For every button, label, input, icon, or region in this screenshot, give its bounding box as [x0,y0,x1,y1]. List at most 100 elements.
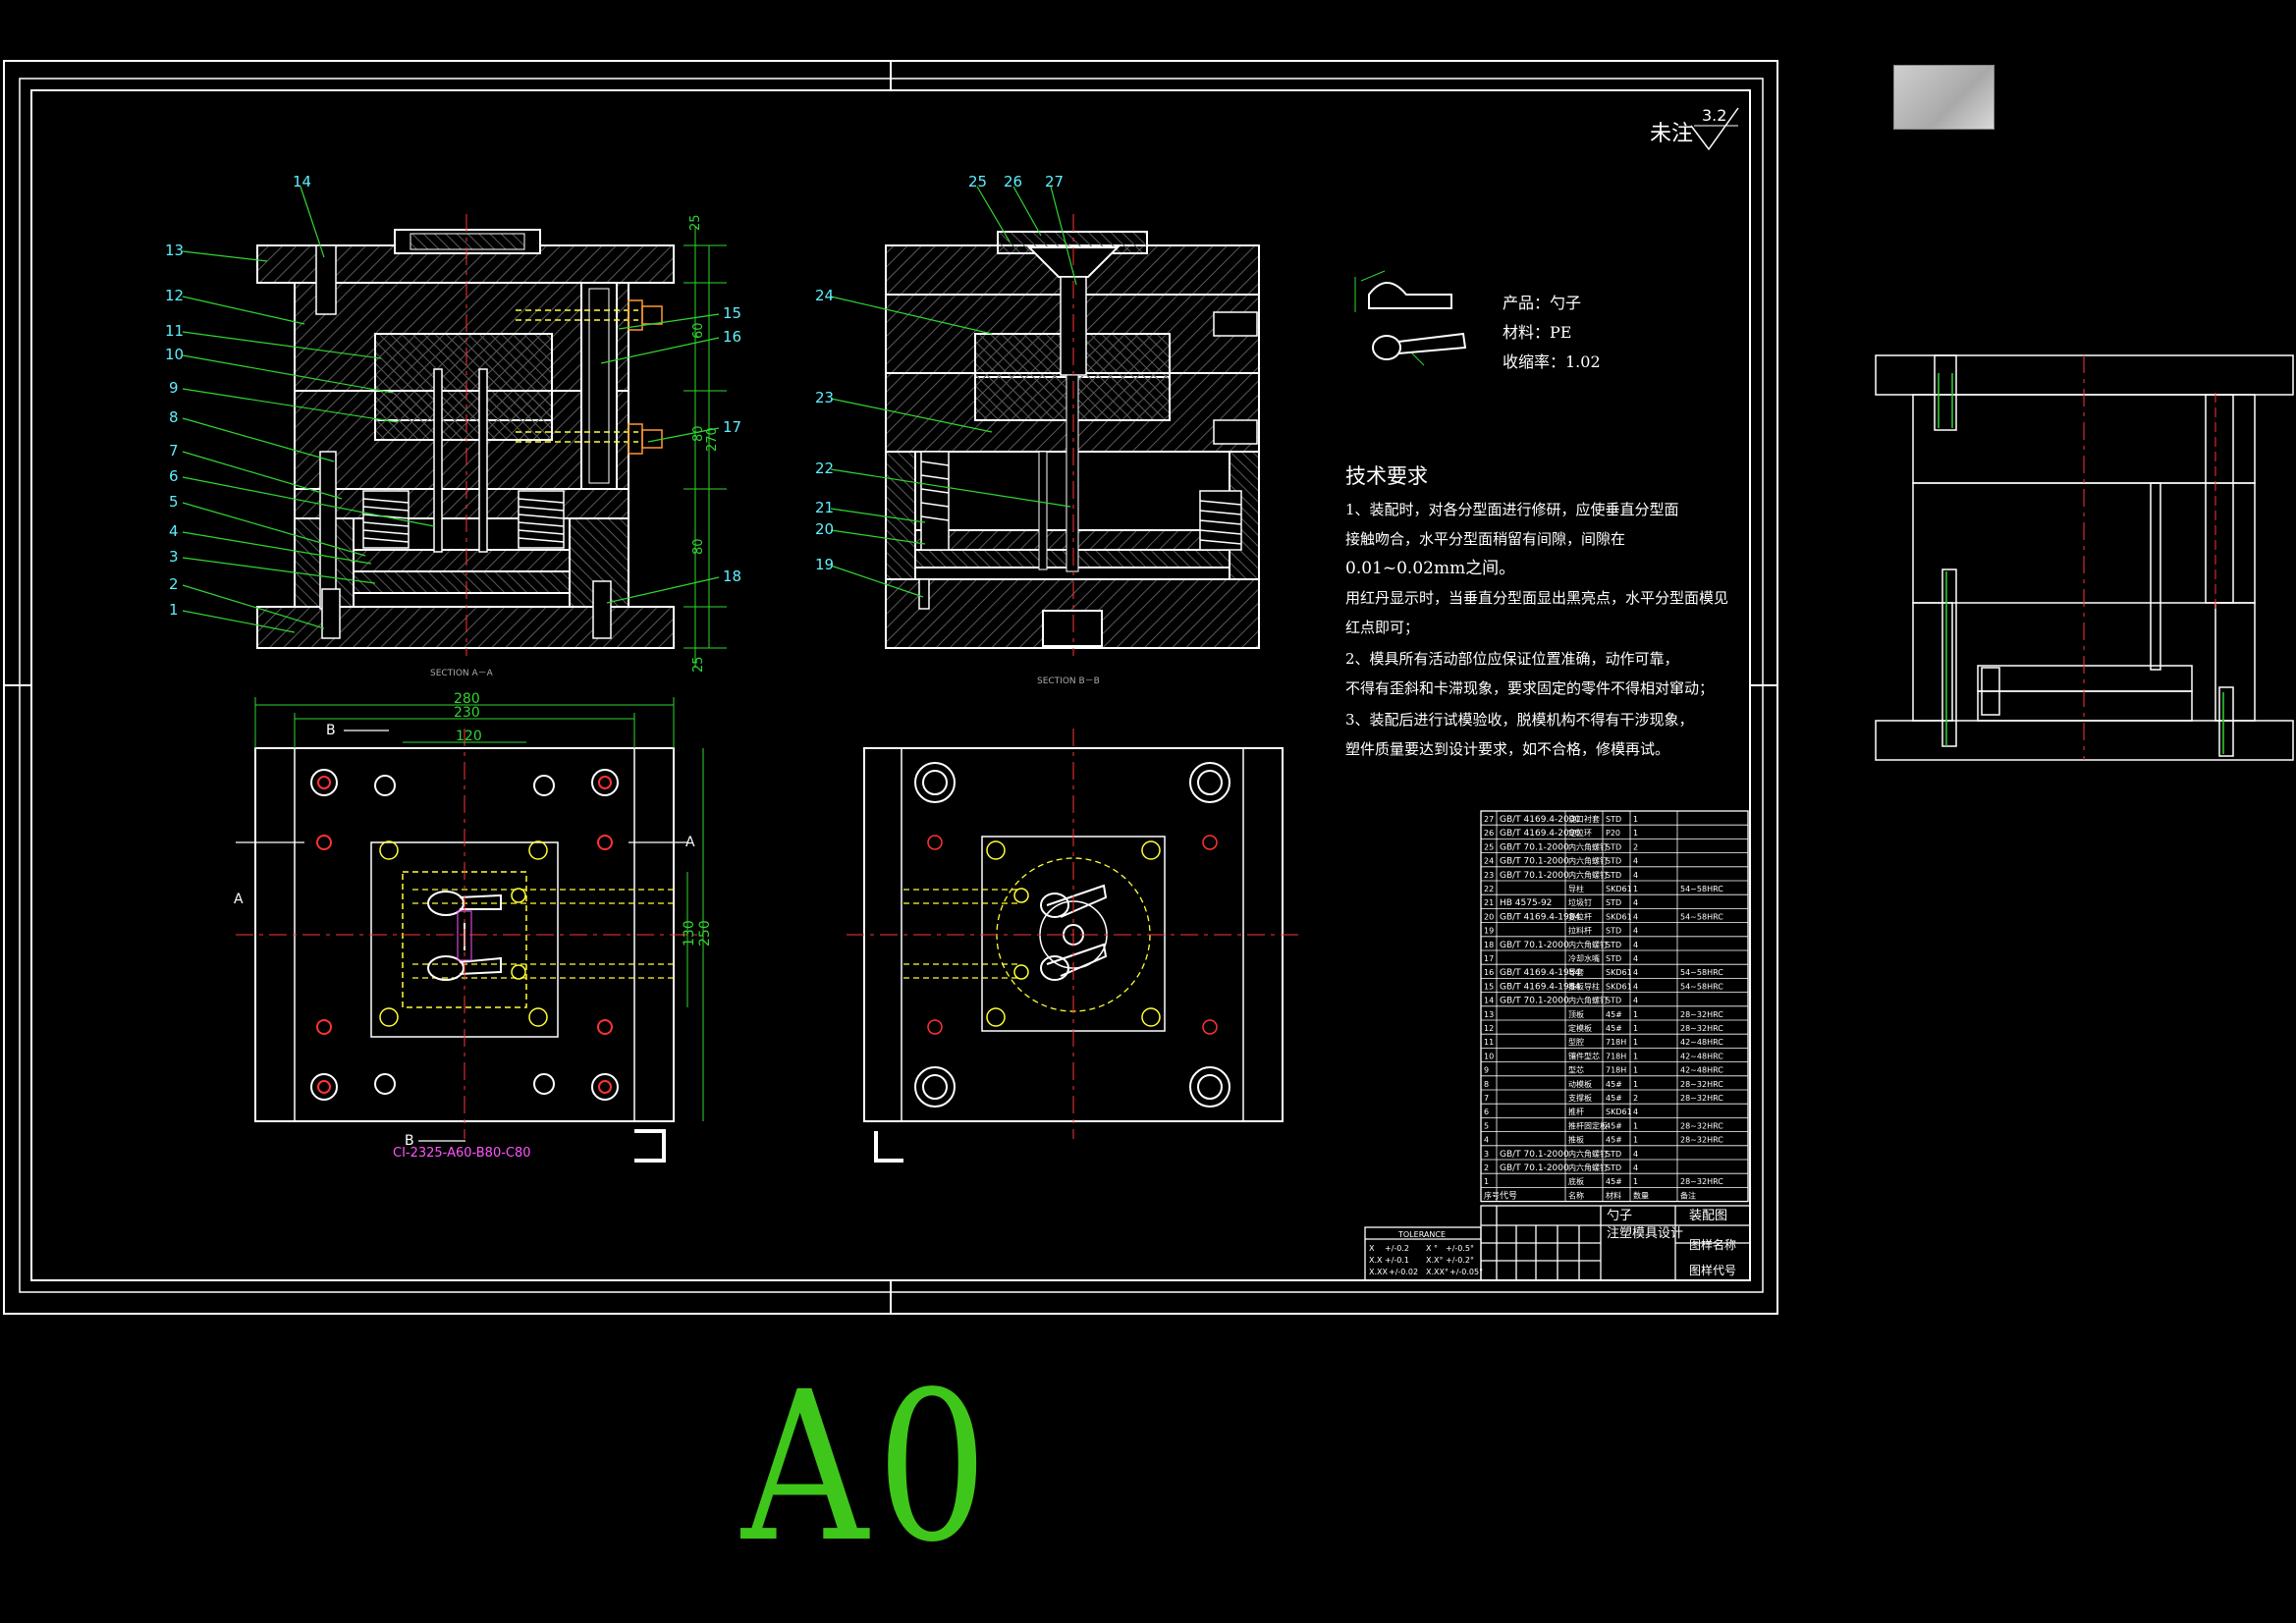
bom-cell: 45# [1606,1121,1622,1130]
bom-cell: 4 [1633,912,1638,921]
label-a-right: A [685,835,695,850]
bom-header-cell: 备注 [1680,1190,1696,1200]
bom-cell: STD [1606,997,1621,1005]
bom-cell: 顶板 [1568,1009,1584,1019]
tol-r2-c2: +/-0.1 [1385,1256,1409,1265]
plan-dim-280: 280 [454,691,480,707]
bom-cell: 冷却水嘴 [1568,953,1600,963]
label-b-top: B [326,723,336,738]
bom-cell: 26 [1484,829,1494,838]
bom-cell: 718H [1606,1066,1626,1075]
bom-cell: 镶件型芯 [1568,1051,1600,1060]
bom-cell: 4 [1484,1136,1489,1145]
bom-cell: 4 [1633,1163,1638,1172]
product-name: 产品：勺子 [1503,294,1581,312]
bom-cell: GB/T 4169.4-2000 [1500,829,1580,839]
tech-req-line-8: 3、装配后进行试模验收，脱模机构不得有干涉现象， [1345,711,1694,729]
bom-cell: 型腔 [1568,1037,1584,1047]
bom-cell: 28~32HRC [1680,1136,1723,1145]
technical-requirements: 技术要求 1、装配时，对各分型面进行修研，应使垂直分型面 接触吻合，水平分型面稍… [1345,464,1728,758]
plan-dim-120: 120 [456,729,482,744]
part-label-9: 9 [169,379,179,397]
bom-cell: GB/T 4169.4-1984 [1500,968,1580,978]
bom-cell: 11 [1484,1038,1494,1047]
part-label-8: 8 [169,408,179,426]
design-name-2: 注塑模具设计 [1607,1226,1683,1241]
part-label-23: 23 [815,389,834,406]
side-view-assembly [1875,354,2294,761]
bom-cell: 28~32HRC [1680,1080,1723,1089]
tech-req-line-1: 1、装配时，对各分型面进行修研，应使垂直分型面 [1345,501,1679,518]
part-label-1: 1 [169,601,179,619]
bom-cell: SKD61 [1606,968,1632,977]
bom-cell: 1 [1633,1024,1638,1033]
section-aa-caption: SECTION A－A [430,669,494,678]
section-aa: 25 60 80 270 80 25 [165,173,741,678]
bom-cell: STD [1606,871,1621,880]
bom-cell: GB/T 70.1-2000 [1500,871,1569,881]
bom-cell: 20 [1484,912,1494,921]
design-name-1: 勺子 [1607,1209,1632,1223]
bom-cell: 54~58HRC [1680,912,1723,921]
bom-cell: 定模板 [1568,1023,1592,1033]
bom-cell: 45# [1606,1024,1622,1033]
bom-cell: 28~32HRC [1680,1024,1723,1033]
bom-cell: 1 [1633,885,1638,893]
bom-cell: 42~48HRC [1680,1038,1723,1047]
bom-cell: 底板 [1568,1176,1584,1186]
dim-80-b: 80 [691,538,706,555]
bom-cell: 8 [1484,1080,1489,1089]
tech-req-line-5: 红点即可； [1345,619,1419,636]
bom-cell: 4 [1633,871,1638,880]
part-label-2: 2 [169,575,179,593]
part-label-19: 19 [815,556,834,573]
product-shrink: 收缩率：1.02 [1503,352,1601,371]
bom-cell: 内六角螺钉 [1568,996,1608,1005]
bom-cell: 1 [1633,1038,1638,1047]
bom-cell: 54~58HRC [1680,968,1723,977]
part-label-12: 12 [165,287,184,304]
bom-cell: HB 4575-92 [1500,898,1552,908]
part-label-26: 26 [1004,173,1022,190]
tol-r2-c3: X.X° [1426,1256,1444,1265]
bom-cell: 18 [1484,941,1494,949]
sheet-border [3,60,1778,1315]
bom-cell: 拉料杆 [1568,926,1592,936]
bom-header-cell: 代号 [1500,1190,1517,1201]
bom-cell: 内六角螺钉 [1568,856,1608,866]
bom-cell: 4 [1633,968,1638,977]
label-a-left: A [234,892,244,907]
bom-cell: SKD61 [1606,912,1632,921]
bom-cell: 推板 [1568,1135,1584,1145]
bom-header-cell: 材料 [1606,1190,1621,1200]
tech-req-line-7: 不得有歪斜和卡滞现象，要求固定的零件不得相对窜动； [1345,679,1714,697]
tol-r3-c2: +/-0.02 [1389,1268,1418,1276]
bom-cell: 4 [1633,1108,1638,1116]
drawing-code: 图样代号 [1689,1263,1736,1277]
bom-cell: 17 [1484,954,1494,963]
bom-cell: 12 [1484,1024,1494,1033]
bom-cell: 4 [1633,1150,1638,1159]
bom-cell: 28~32HRC [1680,1010,1723,1019]
bom-cell: 内六角螺钉 [1568,870,1608,880]
dim-80-a: 80 [691,425,706,442]
tol-r3-c1: X.XX [1369,1268,1389,1276]
tolerance-title: TOLERANCE [1397,1230,1446,1239]
bom-cell: 内六角螺钉 [1568,1163,1608,1172]
bom-cell: 1 [1633,1066,1638,1075]
bom-cell: 42~48HRC [1680,1066,1723,1075]
part-label-20: 20 [815,520,834,538]
part-label-22: 22 [815,460,834,477]
side-view-highlights [1938,373,2224,754]
bom-cell: 内六角螺钉 [1568,1149,1608,1159]
tol-r2-c1: X.X [1369,1256,1383,1265]
bom-cell: 45# [1606,1010,1622,1019]
tol-r1-c1: X [1369,1244,1375,1253]
bom-cell: SKD61 [1606,885,1632,893]
bom-cell: STD [1606,842,1621,851]
bom-cell: 复位杆 [1568,911,1592,921]
bom-cell: 支撑板 [1568,1093,1592,1103]
bom-cell: 2 [1633,1094,1638,1103]
dim-25-bottom: 25 [691,656,706,673]
